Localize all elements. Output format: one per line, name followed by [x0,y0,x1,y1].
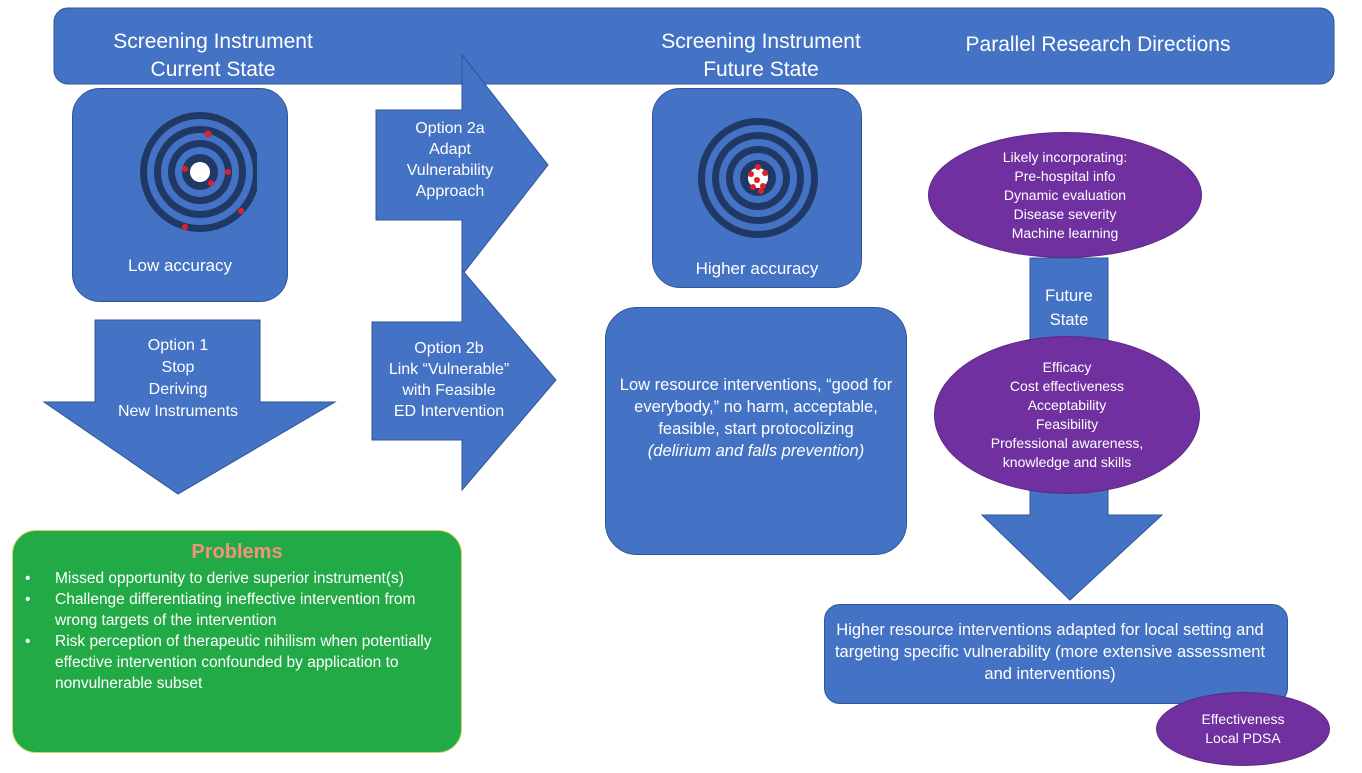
option-2b-line: ED Intervention [393,403,505,420]
criteria-line: Professional awareness, [990,435,1144,451]
likely-incorporating-ellipse: Likely incorporating: Pre-hospital info … [928,132,1202,258]
option-2b-line: with Feasible [402,382,496,399]
criteria-line: Cost effectiveness [1009,378,1125,394]
option-2a-line: Vulnerability [406,162,494,179]
low-resource-text-block: Low resource interventions, “good for ev… [612,374,900,462]
higher-resource-box [824,604,1288,704]
problem-item: Risk perception of therapeutic nihilism … [25,631,447,694]
option-1-line: Stop [161,359,195,376]
header-future-line2: Future State [703,58,819,81]
current-state-box: Low accuracy [72,88,288,302]
criteria-line: Acceptability [1027,397,1107,413]
future-state-box: Higher accuracy [652,88,862,288]
likely-line: Pre-hospital info [1014,167,1116,184]
future-state-arrow-line: State [1049,311,1089,329]
option-2b-line: Link “Vulnerable” [388,361,510,378]
criteria-line: knowledge and skills [1002,454,1132,470]
option-2a-line: Adapt [429,141,471,158]
problems-list: Missed opportunity to derive superior in… [13,568,461,694]
option-2a-line: Approach [415,183,485,200]
header-current-line2: Current State [150,58,276,81]
problems-box: Problems Missed opportunity to derive su… [12,530,462,753]
effectiveness-ellipse: Effectiveness Local PDSA [1156,692,1330,766]
likely-line: Disease severity [1013,205,1117,222]
effectiveness-line: Effectiveness [1201,711,1285,727]
header-current-state: Screening Instrument Current State [62,28,364,84]
header-future-state: Screening Instrument Future State [612,28,910,84]
future-state-arrow-line: Future [1045,287,1093,305]
current-state-caption: Low accuracy [128,256,232,275]
low-resource-italic: (delirium and falls prevention) [647,442,865,460]
option-2b-label: Option 2b Link “Vulnerable” with Feasibl… [374,338,524,422]
likely-line: Machine learning [1011,224,1119,241]
option-1-label: Option 1 Stop Deriving New Instruments [98,335,258,423]
problem-item: Challenge differentiating ineffective in… [25,589,447,631]
higher-resource-text: Higher resource interventions adapted fo… [834,621,1266,683]
problem-item: Missed opportunity to derive superior in… [25,568,447,589]
low-resource-text: Low resource interventions, “good for ev… [619,376,893,438]
low-resource-box [605,307,907,555]
option-2a-label: Option 2a Adapt Vulnerability Approach [386,118,514,202]
header-banner [53,7,1335,85]
future-state-caption: Higher accuracy [695,259,819,278]
option-1-line: New Instruments [117,403,239,420]
likely-line: Dynamic evaluation [1003,186,1127,203]
header-parallel-research: Parallel Research Directions [965,33,1231,56]
future-state-arrow-label: Future State [1030,284,1108,332]
criteria-line: Efficacy [1042,359,1092,375]
option-2b-arrow [371,268,557,492]
header-future-line1: Screening Instrument [661,30,861,53]
option-1-arrow [42,319,337,495]
effectiveness-line: Local PDSA [1205,730,1281,746]
option-2b-line: Option 2b [414,340,484,357]
high-accuracy-target-icon [698,118,818,238]
option-1-line: Deriving [148,381,208,398]
low-accuracy-target-icon [140,112,257,232]
header-current-line1: Screening Instrument [113,30,313,53]
problems-title: Problems [191,541,283,563]
criteria-ellipse: Efficacy Cost effectiveness Acceptabilit… [934,336,1200,494]
option-1-line: Option 1 [147,337,209,354]
likely-line: Likely incorporating: [1002,148,1128,165]
option-2a-arrow [375,53,549,277]
option-2a-line: Option 2a [415,120,485,137]
criteria-line: Feasibility [1035,416,1099,432]
